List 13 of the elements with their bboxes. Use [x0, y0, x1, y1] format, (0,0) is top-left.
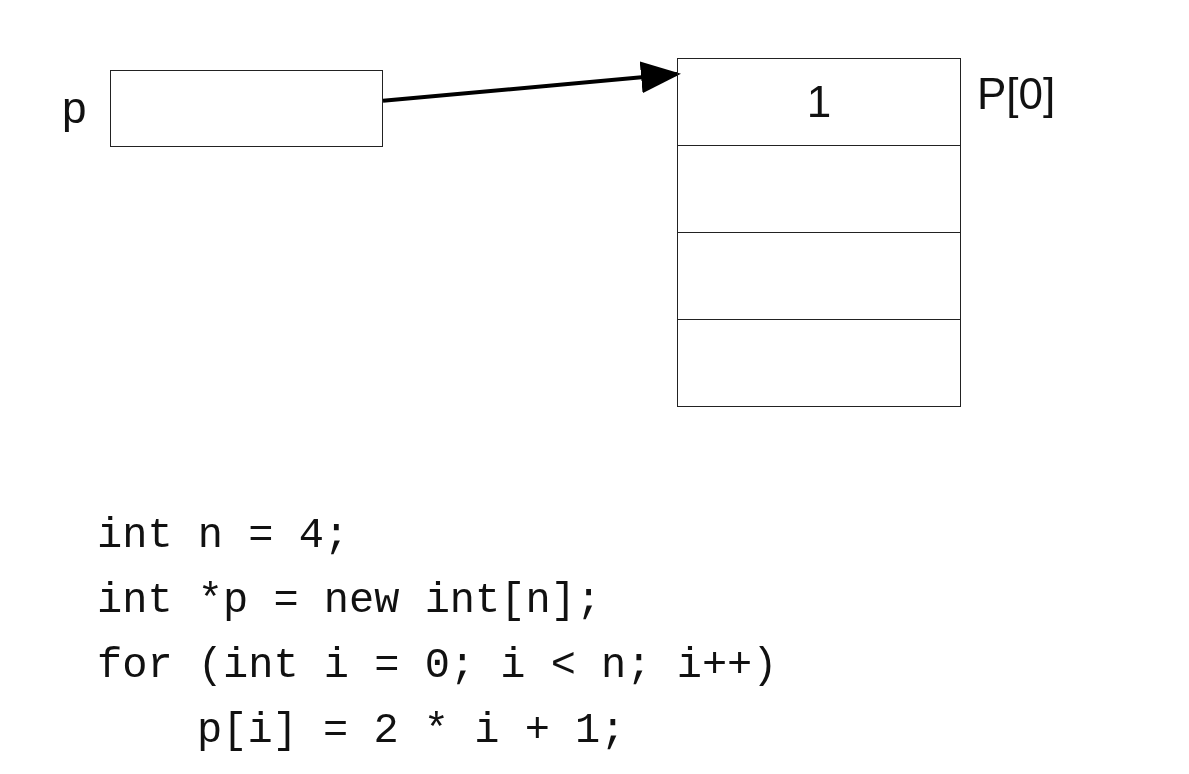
- array-cell: [677, 232, 961, 320]
- pointer-box: [110, 70, 383, 147]
- code-line: int n = 4;: [97, 515, 350, 557]
- code-line: int *p = new int[n];: [97, 580, 602, 622]
- cell-value: 1: [806, 77, 832, 127]
- variable-name: p: [62, 86, 87, 130]
- code-line: for (int i = 0; i < n; i++): [97, 645, 778, 687]
- array-cell: [677, 319, 961, 407]
- array-cell: [677, 58, 961, 146]
- index-label: P[0]: [977, 72, 1056, 116]
- arrow: [382, 61, 681, 103]
- code-line: p[i] = 2 * i + 1;: [197, 710, 626, 752]
- array-cell: [677, 145, 961, 233]
